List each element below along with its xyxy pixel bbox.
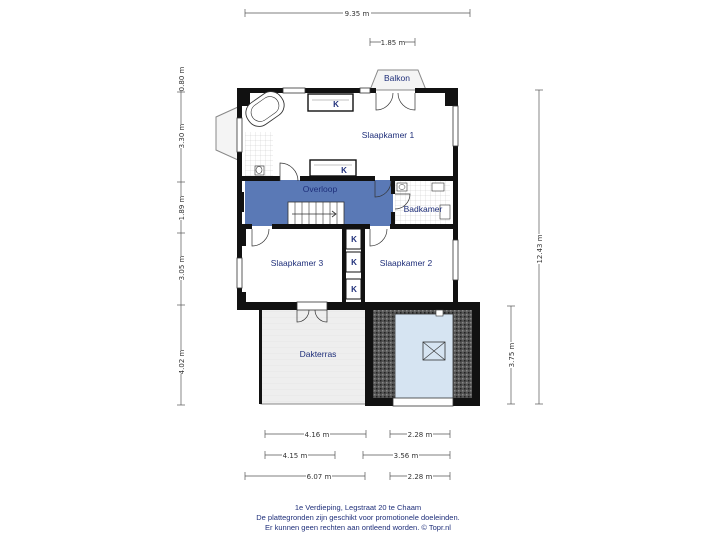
footer-disclaimer-1: De plattegronden zijn geschikt voor prom… <box>256 513 459 522</box>
balcony-floor <box>369 69 427 91</box>
room-badkamer: Badkamer <box>404 204 443 214</box>
closet-label-0: K <box>333 100 339 109</box>
wardrobes <box>307 93 362 300</box>
dim-left-2: 1.89 m <box>178 196 186 221</box>
bay-window <box>215 106 239 161</box>
closet-label-3: K <box>351 258 357 267</box>
dim-bottom-r3-1: 2.28 m <box>408 473 433 481</box>
dimension-top: 9.35 m 1.85 m <box>244 8 471 47</box>
small-sink-icon <box>435 309 444 317</box>
dimension-left: 0.80 m 3.30 m 1.89 m 3.05 m 4.02 m <box>176 67 186 406</box>
room-slaapkamer-3: Slaapkamer 3 <box>271 258 324 268</box>
dimension-right: 12.43 m 3.75 m <box>506 89 544 405</box>
bathtub-icon <box>245 91 285 127</box>
dim-bottom-r2-0: 4.15 m <box>283 452 308 460</box>
footer-address: 1e Verdieping, Legstraat 20 te Chaam <box>295 503 421 512</box>
dim-left-3: 3.05 m <box>178 256 186 281</box>
dim-top-total: 9.35 m <box>345 10 370 18</box>
windows <box>236 87 459 407</box>
dim-right-total: 12.43 m <box>536 234 544 263</box>
closet-label-4: K <box>351 285 357 294</box>
room-balkon: Balkon <box>384 73 410 83</box>
room-slaapkamer-2: Slaapkamer 2 <box>380 258 433 268</box>
room-slaapkamer-1: Slaapkamer 1 <box>362 130 415 140</box>
dim-left-0: 0.80 m <box>178 67 186 92</box>
toilet-icon <box>254 165 265 176</box>
room-overloop: Overloop <box>303 184 338 194</box>
skylight-icon <box>422 341 446 361</box>
dim-left-4: 4.02 m <box>178 350 186 375</box>
dim-bottom-r2-1: 3.56 m <box>394 452 419 460</box>
dim-right-skylight: 3.75 m <box>508 343 516 368</box>
dimension-bottom: 4.16 m 2.28 m 4.15 m 3.56 m 6.07 m 2.28 … <box>244 429 451 481</box>
closet-label-2: K <box>351 235 357 244</box>
staircase <box>287 201 345 227</box>
walls <box>237 88 480 406</box>
dim-bottom-r3-0: 6.07 m <box>307 473 332 481</box>
dim-left-1: 3.30 m <box>178 124 186 149</box>
footer-disclaimer-2: Er kunnen geen rechten aan ontleend word… <box>265 523 451 532</box>
badkamer-fixtures-icon <box>396 182 451 220</box>
closet-label-1: K <box>341 166 347 175</box>
dim-top-balkon: 1.85 m <box>381 39 406 47</box>
room-dakterras: Dakterras <box>300 349 337 359</box>
dim-bottom-r1-0: 4.16 m <box>305 431 330 439</box>
dim-bottom-r1-1: 2.28 m <box>408 431 433 439</box>
